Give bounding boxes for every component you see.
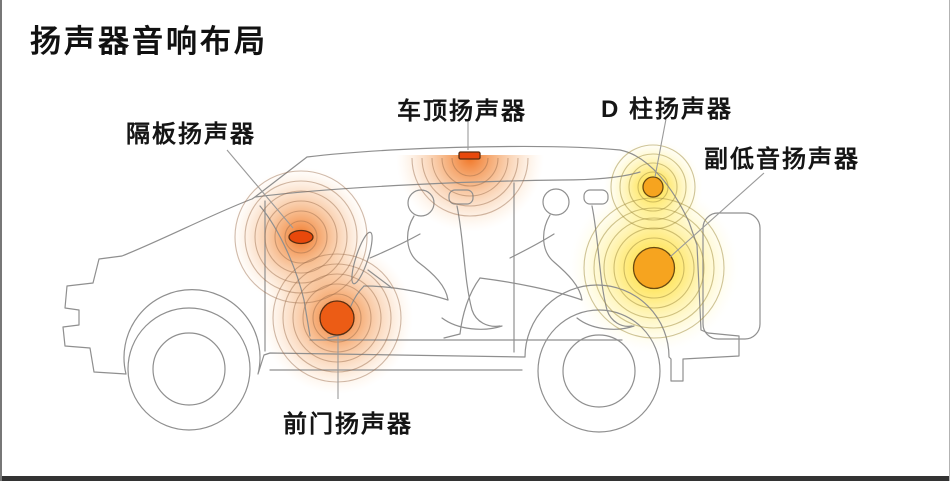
sound-rings-orange: [234, 157, 529, 383]
passenger-figure: [443, 188, 583, 339]
steering-wheel: [351, 231, 373, 285]
partition-rings: [234, 170, 368, 304]
subwoofer-rings: [583, 197, 725, 339]
roof-speaker-glow: [396, 155, 544, 232]
label-front-door-speaker: 前门扬声器: [283, 411, 413, 438]
partition-leader-line: [226, 149, 294, 229]
dashboard-line: [259, 205, 311, 337]
speakers: [288, 151, 676, 336]
front-wheel-hub: [152, 332, 226, 406]
front-door-speaker-dot: [319, 300, 355, 336]
dpillar-rings: [610, 144, 696, 230]
car-outline: [62, 145, 761, 433]
rear-seat: [576, 189, 635, 330]
roof-speaker-dot: [458, 151, 481, 160]
rear-wheel-hub: [562, 334, 636, 408]
label-dpillar-speaker: D 柱扬声器: [601, 96, 733, 123]
subwoofer-leader-line: [669, 172, 765, 258]
label-subwoofer-speaker: 副低音扬声器: [704, 146, 860, 173]
front-seat: [441, 189, 503, 330]
steering-column: [367, 269, 393, 289]
dpillar-speaker-dot: [642, 176, 664, 198]
beltline: [254, 171, 641, 198]
sound-rings-yellow: [583, 144, 725, 339]
label-roof-speaker: 车顶扬声器: [397, 98, 527, 125]
front-wheel: [127, 307, 251, 431]
footer-bar: [2, 476, 949, 481]
subwoofer-dot: [632, 246, 676, 290]
rear-wheel: [537, 309, 661, 433]
page-title: 扬声器音响布局: [30, 24, 268, 59]
roof-rings: [411, 157, 529, 217]
label-partition-speaker: 隔板扬声器: [126, 121, 256, 148]
car-body-outline: [62, 145, 740, 382]
dpillar-leader-line: [654, 118, 667, 178]
partition-speaker-dot: [288, 229, 314, 245]
leader-lines: [226, 118, 765, 399]
front-door-rings: [272, 253, 402, 383]
